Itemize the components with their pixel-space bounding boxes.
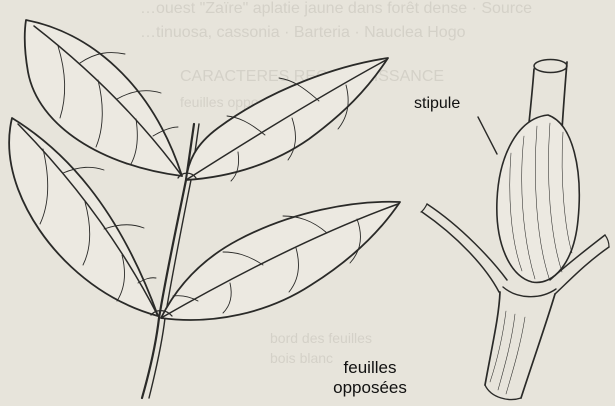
stipule-right-branch-cut xyxy=(605,235,609,247)
stipule-leaf-bud xyxy=(497,115,579,282)
stipule-shade-2 xyxy=(498,314,515,390)
stipule-left-branch-bottom xyxy=(422,212,499,292)
stipule-stem-top-cut xyxy=(534,60,567,73)
stipule-pointer xyxy=(478,117,497,154)
stipule-lower-stem-left-edge xyxy=(485,292,500,385)
stipule-left-branch-top xyxy=(427,204,507,280)
opposite-leaves-branch xyxy=(9,20,400,398)
feuilles-label: feuilles opposées xyxy=(322,358,418,398)
stipule-lower-stem-base xyxy=(485,385,521,399)
stipule-left-branch-cut xyxy=(421,204,427,212)
feuilles-line: feuilles xyxy=(322,358,418,378)
stipule-lower-stem-right-edge xyxy=(521,294,555,398)
stipule-node xyxy=(503,287,556,297)
stipule-label: stipule xyxy=(414,94,460,114)
opposees-line: opposées xyxy=(322,378,418,398)
leaf-lower-right xyxy=(161,202,400,320)
stipule-pointer-line xyxy=(478,117,497,154)
stipule-shade-3 xyxy=(506,317,525,394)
